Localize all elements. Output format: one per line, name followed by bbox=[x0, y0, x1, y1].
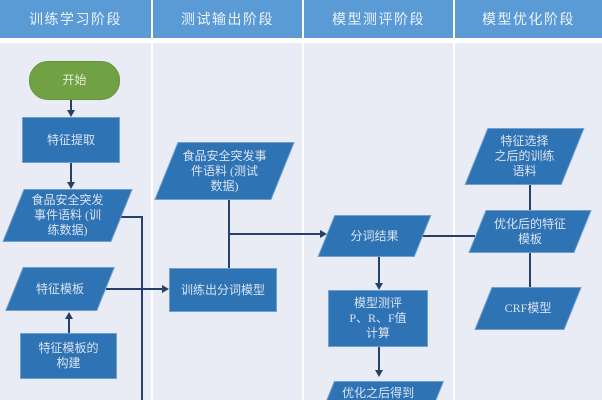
lane-test-output bbox=[153, 43, 302, 400]
connector-corptrain-down bbox=[141, 216, 143, 400]
arrowhead-optresult bbox=[375, 370, 383, 377]
node-train-seg-model-label: 训练出分词模型 bbox=[180, 282, 265, 297]
node-corpus-test-label: 食品安全突发事 件语料 (测试 数据) bbox=[182, 148, 267, 193]
connector-opttpl-to-crf bbox=[529, 253, 531, 287]
arrowhead-featext bbox=[67, 110, 75, 117]
node-crf-model-label: CRF模型 bbox=[504, 301, 552, 315]
node-optimized-result-label: 优化之后得到 bbox=[342, 386, 415, 400]
node-feature-template: 特征模板 bbox=[5, 267, 115, 311]
connector-start-to-featext bbox=[70, 100, 72, 111]
lane-header-training: 训练学习阶段 bbox=[0, 0, 151, 38]
connector-corptest-to-segresult bbox=[228, 233, 321, 235]
connector-corptrain-out-h bbox=[121, 216, 142, 218]
node-train-seg-model: 训练出分词模型 bbox=[169, 268, 277, 312]
node-selected-corpus: 特征选择 之后的训练 语料 bbox=[464, 128, 585, 185]
node-optimized-result: 优化之后得到 bbox=[313, 381, 445, 400]
connector-build-to-template bbox=[68, 319, 70, 333]
connector-eval-to-optresult bbox=[378, 347, 380, 371]
arrowhead-segresult bbox=[320, 230, 327, 238]
connector-segresult-to-eval bbox=[378, 257, 380, 284]
connector-segresult-to-opttpl bbox=[422, 235, 475, 237]
node-feature-extraction: 特征提取 bbox=[22, 117, 120, 163]
node-crf-model: CRF模型 bbox=[474, 287, 582, 330]
node-feature-extraction-label: 特征提取 bbox=[46, 132, 95, 147]
connector-featext-to-corptrain bbox=[70, 163, 72, 183]
node-feature-template-label: 特征模板 bbox=[35, 281, 84, 296]
node-start-label: 开始 bbox=[62, 73, 87, 87]
node-optimized-template-label: 优化后的特征 模板 bbox=[493, 216, 566, 246]
node-corpus-training-data: 食品安全突发 事件语料 (训 练数据) bbox=[2, 189, 133, 242]
arrowhead-feattpl bbox=[65, 312, 73, 319]
connector-selcorp-to-opttpl bbox=[529, 185, 531, 210]
connector-template-to-trainmodel bbox=[106, 288, 163, 290]
lane-header-test-output: 测试输出阶段 bbox=[153, 0, 302, 38]
node-model-evaluation: 模型测评 P、R、F值 计算 bbox=[328, 290, 428, 347]
node-corpus-training-label: 食品安全突发 事件语料 (训 练数据) bbox=[31, 193, 104, 237]
node-corpus-test-data: 食品安全突发事 件语料 (测试 数据) bbox=[154, 142, 295, 200]
node-selected-corpus-label: 特征选择 之后的训练 语料 bbox=[494, 134, 555, 178]
node-template-build-label: 特征模板的 构建 bbox=[38, 341, 99, 370]
node-template-build: 特征模板的 构建 bbox=[20, 333, 117, 379]
node-model-evaluation-label: 模型测评 P、R、F值 计算 bbox=[349, 296, 407, 340]
node-optimized-template: 优化后的特征 模板 bbox=[468, 210, 592, 253]
node-seg-result: 分词结果 bbox=[317, 215, 432, 257]
node-start: 开始 bbox=[29, 61, 120, 100]
arrowhead-corptrain bbox=[67, 182, 75, 189]
lane-header-evaluation: 模型测评阶段 bbox=[304, 0, 453, 38]
arrowhead-eval bbox=[375, 283, 383, 290]
arrowhead-trainmodel bbox=[162, 285, 169, 293]
node-seg-result-label: 分词结果 bbox=[350, 228, 399, 243]
lane-header-optimization: 模型优化阶段 bbox=[455, 0, 602, 38]
